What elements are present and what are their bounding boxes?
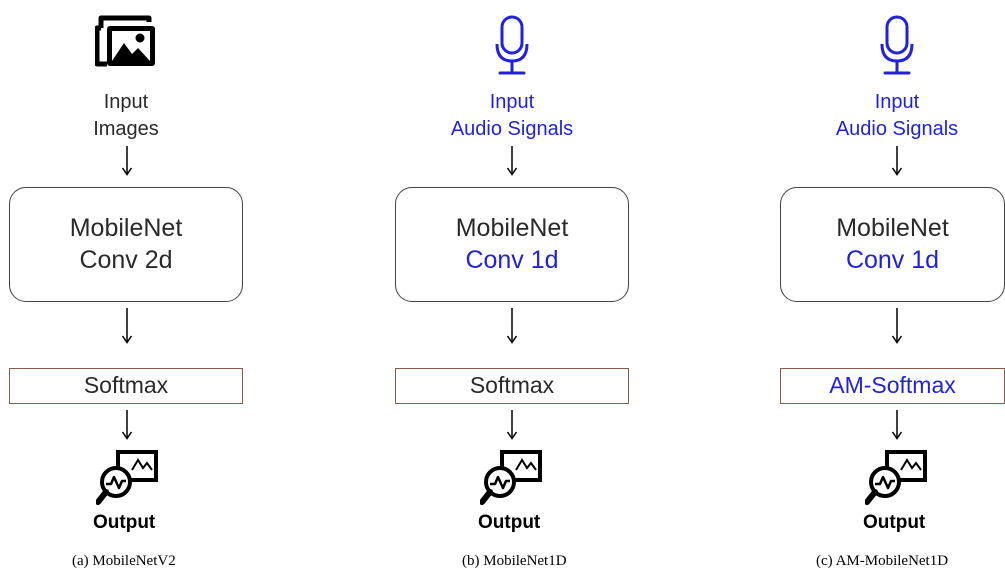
input-label: Input Images: [73, 89, 179, 143]
input-label-line1: Input: [874, 91, 920, 113]
arrow-down-icon: [891, 146, 903, 176]
block-title: MobileNet: [455, 214, 569, 242]
block-conv-type: Conv 1d: [465, 246, 559, 274]
arrow-down-icon: [121, 410, 133, 440]
arrow-down-icon: [506, 410, 518, 440]
mobilenet-block: MobileNet Conv 1d: [395, 187, 629, 302]
input-label-line1: Input: [103, 91, 149, 113]
mobilenet-block: MobileNet Conv 2d: [9, 187, 243, 302]
arrow-down-icon: [891, 308, 903, 344]
arrow-down-icon: [891, 410, 903, 440]
input-label-line1: Input: [489, 91, 535, 113]
am-softmax-block: AM-Softmax: [780, 368, 1005, 404]
mobilenet-block: MobileNet Conv 1d: [780, 187, 1005, 302]
analytics-magnifier-icon: [865, 450, 929, 508]
output-label: Output: [478, 512, 541, 533]
arrow-down-icon: [121, 308, 133, 344]
caption: (c) AM-MobileNet1D: [816, 553, 949, 569]
block-title: MobileNet: [836, 214, 949, 242]
microphone-icon: [879, 14, 915, 76]
caption: (b) MobileNet1D: [462, 553, 567, 569]
caption: (a) MobileNetV2: [72, 553, 176, 569]
arrow-down-icon: [121, 146, 133, 176]
softmax-block: Softmax: [9, 368, 243, 404]
output-label: Output: [93, 512, 156, 533]
softmax-block: Softmax: [395, 368, 629, 404]
block-conv-type: Conv 1d: [845, 246, 940, 274]
panel-mobilenetv2: Input Images MobileNet Conv 2d Softmax O…: [0, 0, 250, 581]
input-label: Input Audio Signals: [812, 89, 982, 143]
input-label-line2: Images: [93, 118, 159, 140]
analytics-magnifier-icon: [96, 450, 160, 508]
image-gallery-icon: [95, 14, 159, 70]
block-title: MobileNet: [69, 214, 183, 242]
microphone-icon: [494, 14, 530, 76]
input-label: Input Audio Signals: [427, 89, 597, 143]
arrow-down-icon: [506, 146, 518, 176]
block-conv-type: Conv 2d: [79, 246, 173, 274]
input-label-line2: Audio Signals: [835, 118, 959, 140]
input-label-line2: Audio Signals: [450, 118, 574, 140]
analytics-magnifier-icon: [480, 450, 544, 508]
panel-mobilenet1d: Input Audio Signals MobileNet Conv 1d So…: [380, 0, 645, 581]
panel-am-mobilenet1d: Input Audio Signals MobileNet Conv 1d AM…: [765, 0, 1005, 581]
output-label: Output: [863, 512, 926, 533]
arrow-down-icon: [506, 308, 518, 344]
